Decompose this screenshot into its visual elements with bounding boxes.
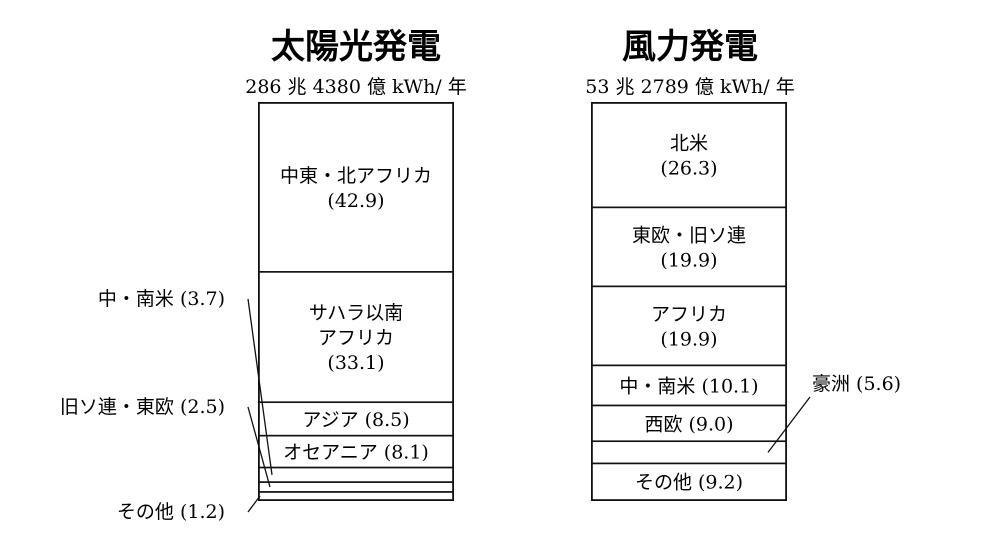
wind-segment-label-1-line-1: 北米: [670, 133, 708, 155]
solar-segment-7: [258, 491, 454, 501]
wind-outside-label-6: 豪洲 (5.6): [812, 373, 901, 395]
wind-segment-label-3-line-2: (19.9): [660, 328, 717, 350]
solar-subtitle: 286 兆 4380 億 kWh/ 年: [245, 76, 467, 98]
solar-segment-label-1-line-2: (42.9): [327, 190, 384, 212]
wind-segment-2: [591, 206, 787, 288]
solar-segment-4: [258, 434, 454, 469]
wind-segment-label-3-line-1: アフリカ: [651, 303, 727, 325]
wind-segment-label-7: その他 (9.2): [635, 472, 743, 494]
wind-segment-6: [591, 440, 787, 465]
solar-segment-label-4: オセアニア (8.1): [283, 442, 429, 464]
solar-segment-2: [258, 271, 454, 404]
wind-segment-1: [591, 102, 787, 209]
wind-title: 風力発電: [622, 27, 758, 67]
solar-segment-label-3: アジア (8.5): [302, 409, 409, 431]
wind-segment-label-1-line-2: (26.3): [660, 158, 717, 180]
wind-segment-label-5: 西欧 (9.0): [644, 413, 733, 435]
wind-segment-label-2-line-2: (19.9): [660, 249, 717, 271]
wind-segment-4: [591, 364, 787, 407]
wind-segment-label-2-line-1: 東欧・旧ソ連: [632, 224, 746, 246]
solar-leader-line-7: [247, 495, 261, 513]
solar-segment-6: [258, 481, 454, 493]
solar-segment-label-1-line-1: 中東・北アフリカ: [280, 165, 432, 187]
wind-segment-5: [591, 404, 787, 443]
solar-outside-label-6: 旧ソ連・東欧 (2.5): [60, 396, 225, 418]
solar-segment-5: [258, 466, 454, 483]
solar-outside-label-7: その他 (1.2): [117, 501, 225, 523]
solar-leader-line-6: [247, 406, 271, 488]
solar-title: 太陽光発電: [271, 27, 441, 67]
solar-segment-label-2-line-2: アフリカ: [318, 327, 394, 349]
wind-segment-label-4: 中・南米 (10.1): [619, 375, 758, 397]
wind-segment-7: [591, 462, 787, 501]
wind-leader-line-6: [767, 396, 811, 453]
wind-subtitle: 53 兆 2789 億 kWh/ 年: [585, 76, 794, 98]
solar-segment-label-2-line-1: サハラ以南: [309, 302, 403, 324]
solar-segment-label-2-line-3: (33.1): [327, 352, 384, 374]
solar-segment-1: [258, 102, 454, 273]
wind-segment-3: [591, 285, 787, 367]
solar-outside-label-5: 中・南米 (3.7): [98, 288, 225, 310]
solar-leader-line-5: [247, 298, 273, 475]
